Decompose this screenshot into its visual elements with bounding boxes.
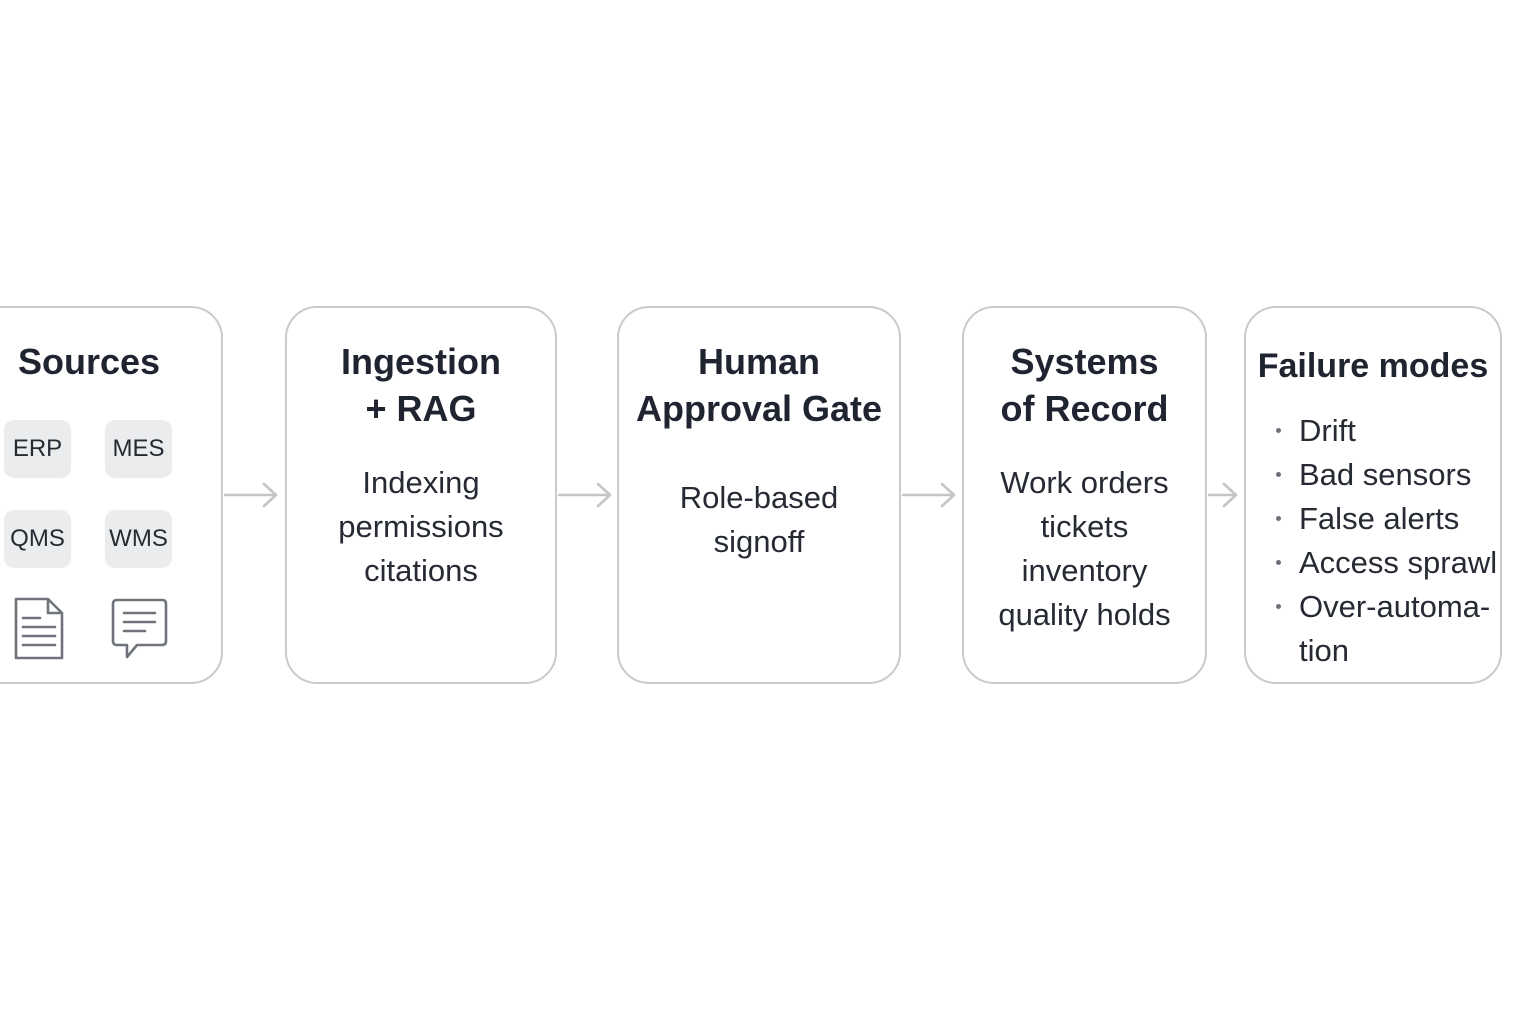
bullet-icon bbox=[1276, 516, 1281, 521]
wms-chip: WMS bbox=[105, 510, 172, 568]
systems-line: inventory bbox=[1021, 553, 1148, 588]
failure-title: Failure modes bbox=[1257, 347, 1489, 385]
systems-line: Work orders bbox=[1000, 465, 1169, 500]
list-item: Drift bbox=[1274, 409, 1497, 453]
approval-body: Role-based signoff bbox=[619, 476, 899, 564]
systems-card: Systems of Record Work orders tickets in… bbox=[962, 306, 1207, 684]
bullet-icon bbox=[1276, 604, 1281, 609]
bullet-icon bbox=[1276, 472, 1281, 477]
list-item-label: False alerts bbox=[1299, 501, 1460, 536]
list-item: Bad sensors bbox=[1274, 453, 1497, 497]
arrow-right-icon bbox=[1208, 482, 1238, 508]
list-item: Over-automa-tion bbox=[1274, 585, 1497, 673]
list-item-label: Access sprawl bbox=[1299, 545, 1498, 580]
list-item: Access sprawl bbox=[1274, 541, 1497, 585]
systems-line: quality holds bbox=[998, 597, 1171, 632]
sources-card: Sources ERP MES QMS WMS bbox=[0, 306, 223, 684]
erp-chip: ERP bbox=[4, 420, 71, 478]
ingestion-card: Ingestion + RAG Indexing permissions cit… bbox=[285, 306, 557, 684]
approval-line: signoff bbox=[713, 524, 805, 559]
list-item-label-continued: tion bbox=[1299, 633, 1349, 668]
approval-card: Human Approval Gate Role-based signoff bbox=[617, 306, 901, 684]
ingestion-line: permissions bbox=[338, 509, 504, 544]
list-item-label: Bad sensors bbox=[1299, 457, 1472, 492]
failure-modes-card: Failure modes Drift Bad sensors False al… bbox=[1244, 306, 1502, 684]
systems-line: tickets bbox=[1040, 509, 1129, 544]
chat-bubble-icon bbox=[111, 598, 168, 659]
sources-title: Sources bbox=[18, 341, 161, 382]
failure-list: Drift Bad sensors False alerts Access sp… bbox=[1274, 409, 1497, 673]
systems-title: Systems of Record bbox=[1000, 341, 1169, 429]
systems-body: Work orders tickets inventory quality ho… bbox=[964, 461, 1205, 637]
arrow-right-icon bbox=[558, 482, 612, 508]
arrow-right-icon bbox=[902, 482, 956, 508]
bullet-icon bbox=[1276, 560, 1281, 565]
list-item-label: Over-automa- bbox=[1299, 589, 1491, 624]
arrow-right-icon bbox=[224, 482, 278, 508]
bullet-icon bbox=[1276, 428, 1281, 433]
qms-chip: QMS bbox=[4, 510, 71, 568]
ingestion-title: Ingestion + RAG bbox=[341, 341, 501, 429]
list-item: False alerts bbox=[1274, 497, 1497, 541]
approval-title: Human Approval Gate bbox=[635, 341, 883, 429]
ingestion-line: citations bbox=[364, 553, 478, 588]
ingestion-body: Indexing permissions citations bbox=[287, 461, 555, 593]
mes-chip: MES bbox=[105, 420, 172, 478]
ingestion-line: Indexing bbox=[362, 465, 480, 500]
list-item-label: Drift bbox=[1299, 413, 1356, 448]
approval-line: Role-based bbox=[679, 480, 839, 515]
document-icon bbox=[14, 597, 64, 660]
